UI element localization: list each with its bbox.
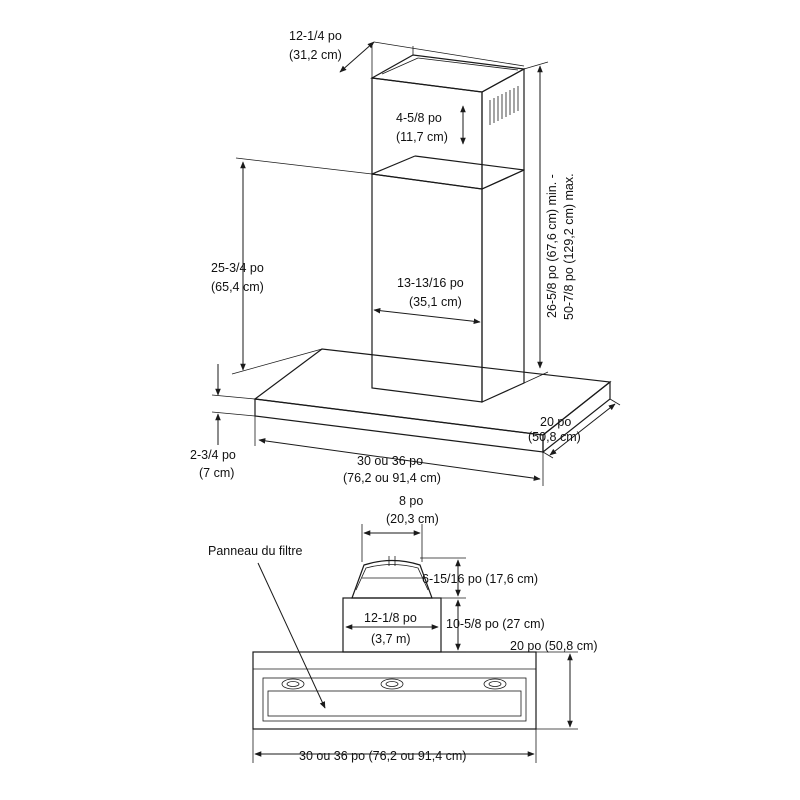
canopy-depth-label: 20 po	[540, 415, 571, 429]
filter-panel-label: Panneau du filtre	[208, 544, 303, 558]
duct-width-label: 8 po	[399, 494, 423, 508]
canopy-thickness-cm: (7 cm)	[199, 466, 234, 480]
depth-label: 20 po (50,8 cm)	[510, 639, 598, 653]
lower-height-label: 25-3/4 po	[211, 261, 264, 275]
dim-canopy-width: 30 ou 36 po (76,2 ou 91,4 cm)	[254, 416, 544, 486]
canopy-thickness-label: 2-3/4 po	[190, 448, 236, 462]
canopy-width-label: 30 ou 36 po	[357, 454, 423, 468]
duct-collar	[351, 556, 433, 599]
chimney-width-label: 12-1/4 po	[289, 29, 342, 43]
dim-canopy-thickness: 2-3/4 po (7 cm)	[190, 364, 256, 480]
dim-box-width: 12-1/8 po (3,7 m)	[345, 611, 439, 646]
chimney-depth-cm: (35,1 cm)	[409, 295, 462, 309]
width-label: 30 ou 36 po (76,2 ou 91,4 cm)	[299, 749, 466, 763]
box-width-label: 12-1/8 po	[364, 611, 417, 625]
dim-lower-height: 25-3/4 po (65,4 cm)	[211, 157, 373, 375]
total-height-max: 50-7/8 po (129,2 cm) max.	[562, 173, 576, 320]
vent-height-label: 4-5/8 po	[396, 111, 442, 125]
dim-box-height: 10-5/8 po (27 cm)	[441, 597, 545, 653]
duct-height-label: 6-15/16 po (17,6 cm)	[422, 572, 538, 586]
canopy-depth-cm: (50,8 cm)	[528, 430, 581, 444]
dim-width: 30 ou 36 po (76,2 ou 91,4 cm)	[252, 729, 537, 763]
dim-canopy-depth: 20 po (50,8 cm)	[528, 398, 621, 459]
canopy-width-cm: (76,2 ou 91,4 cm)	[343, 471, 441, 485]
duct-width-cm: (20,3 cm)	[386, 512, 439, 526]
filter-panel-callout: Panneau du filtre	[208, 544, 326, 709]
box-width-cm: (3,7 m)	[371, 632, 411, 646]
dim-chimney-width: 12-1/4 po (31,2 cm)	[289, 29, 525, 78]
dim-vent-height: 4-5/8 po (11,7 cm)	[396, 105, 466, 145]
dim-duct-height: 6-15/16 po (17,6 cm)	[420, 557, 538, 597]
dim-duct-width: 8 po (20,3 cm)	[361, 494, 439, 562]
vent-slots	[489, 86, 519, 125]
hood-body	[252, 651, 537, 730]
vent-height-cm: (11,7 cm)	[396, 130, 448, 144]
lower-height-cm: (65,4 cm)	[211, 280, 264, 294]
chimney-width-cm: (31,2 cm)	[289, 48, 342, 62]
dim-chimney-depth: 13-13/16 po (35,1 cm)	[373, 276, 481, 325]
upper-chimney	[370, 54, 526, 190]
range-hood-front-view: Panneau du filtre 8 po (20,3 cm) 6-15/16…	[208, 494, 598, 763]
dim-total-height: 26-5/8 po (67,6 cm) min. - 50-7/8 po (12…	[523, 61, 576, 384]
box-height-label: 10-5/8 po (27 cm)	[446, 617, 545, 631]
total-height-min: 26-5/8 po (67,6 cm) min. -	[545, 174, 559, 318]
dim-depth: 20 po (50,8 cm)	[510, 639, 598, 730]
light-fixtures	[281, 678, 507, 690]
range-hood-isometric: 12-1/4 po (31,2 cm) 4-5/8 po (11,7 cm) 2…	[190, 29, 621, 486]
chimney-depth-label: 13-13/16 po	[397, 276, 464, 290]
